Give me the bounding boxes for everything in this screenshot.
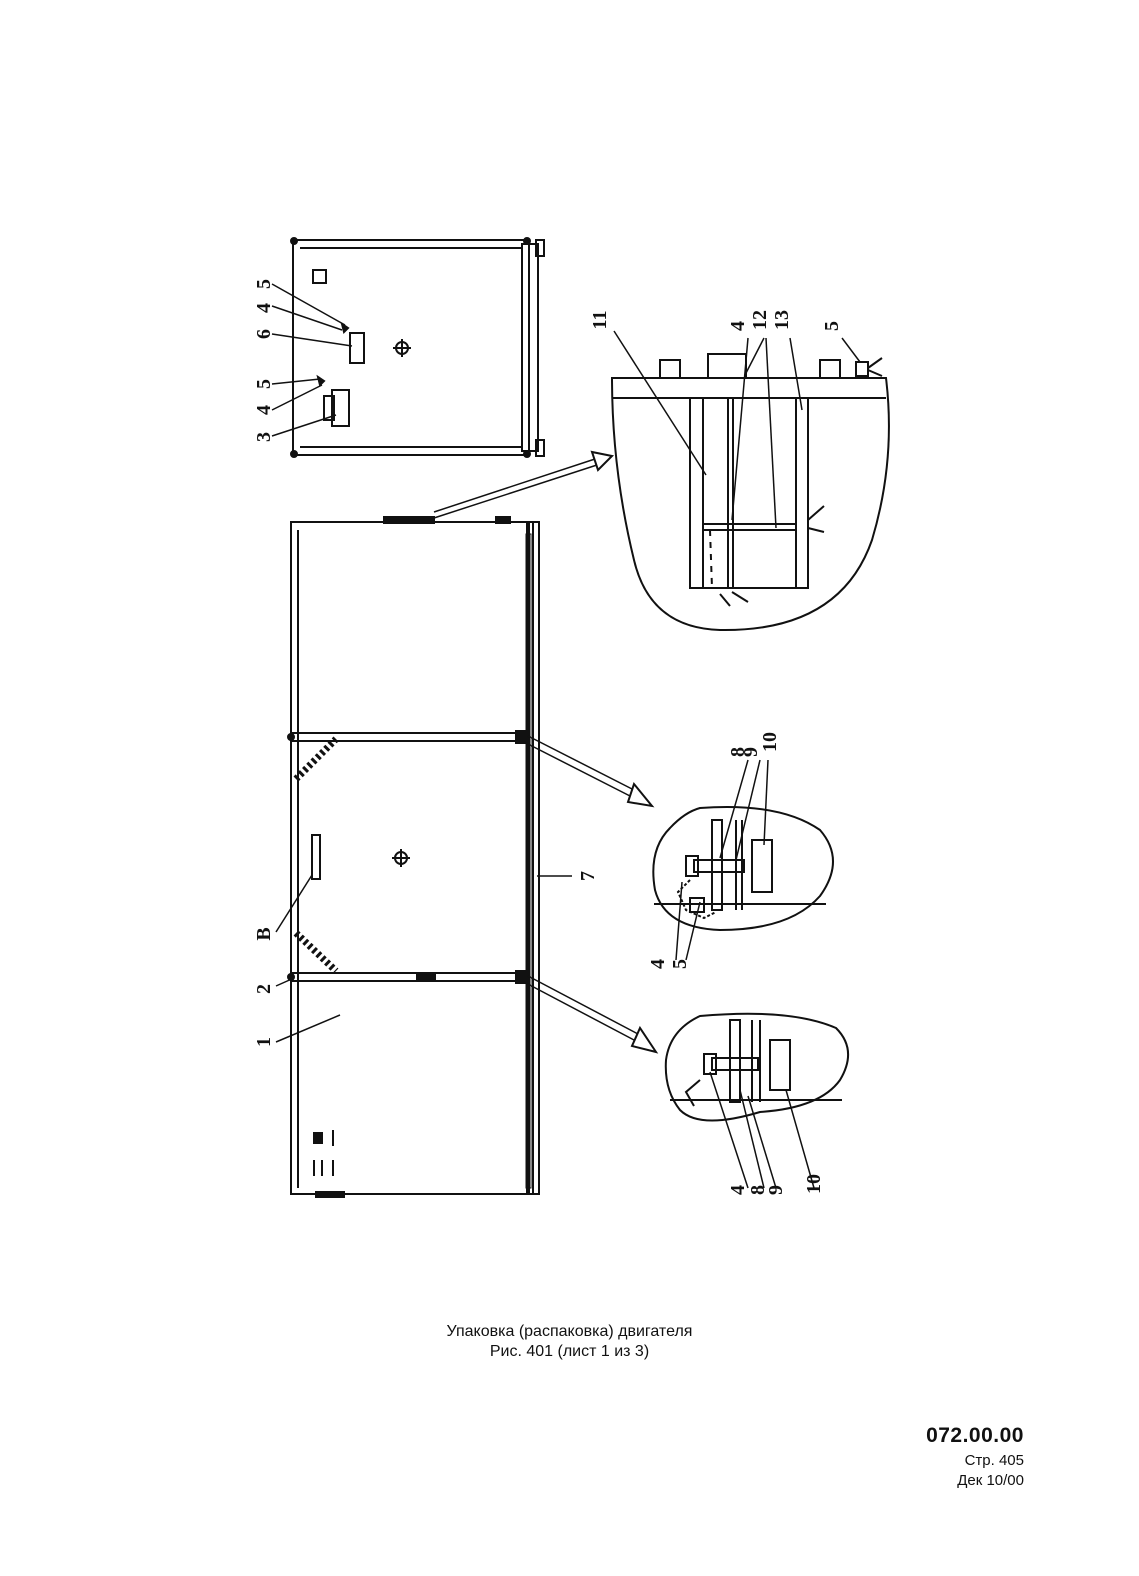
callouts-main-view: 1 2 B 7 [253,871,599,1047]
callout-label: 12 [749,310,771,330]
callout-label: 9 [740,747,762,757]
callout-label: 8 [727,747,749,757]
document-number: 072.00.00 [926,1424,1024,1447]
callout-label: 5 [821,321,843,331]
detail-view-middle [523,735,834,961]
callout-label: 4 [253,405,275,415]
page-number: Стр. 405 [964,1452,1024,1469]
callout-label: 9 [765,1185,787,1195]
callout-label: 10 [803,1174,825,1194]
callout-label: 3 [253,432,275,442]
callout-label: B [253,927,275,940]
detail-view-top [433,330,890,632]
figure-caption-number: Рис. 401 (лист 1 из 3) [489,1343,650,1360]
callout-label: 4 [253,303,275,313]
container-end-view [271,237,545,458]
callout-label: 4 [647,959,669,969]
callout-label: 7 [577,871,599,881]
figure-caption-title: Упаковка (распаковка) двигателя [446,1323,693,1340]
callout-label: 5 [253,279,275,289]
callout-label: 2 [253,984,275,994]
revision-date: Дек 10/00 [957,1472,1024,1489]
callout-label: 8 [747,1185,769,1195]
container-side-view [275,516,572,1198]
callout-label: 5 [253,379,275,389]
callout-label: 13 [771,310,793,330]
callouts-detail-top: 11 4 12 13 5 [589,310,843,331]
callout-label: 10 [759,732,781,752]
callout-label: 6 [253,329,275,339]
callouts-detail-middle: 8 9 10 4 5 [647,732,781,969]
callout-label: 4 [727,1185,749,1195]
callout-label: 11 [589,311,611,330]
callout-label: 4 [727,321,749,331]
callouts-detail-bottom: 4 8 9 10 [727,1174,825,1195]
detail-view-bottom [523,975,849,1189]
callouts-end-view: 5 4 6 5 4 3 [253,279,275,442]
callout-label: 5 [669,959,691,969]
callout-label: 1 [253,1037,275,1047]
